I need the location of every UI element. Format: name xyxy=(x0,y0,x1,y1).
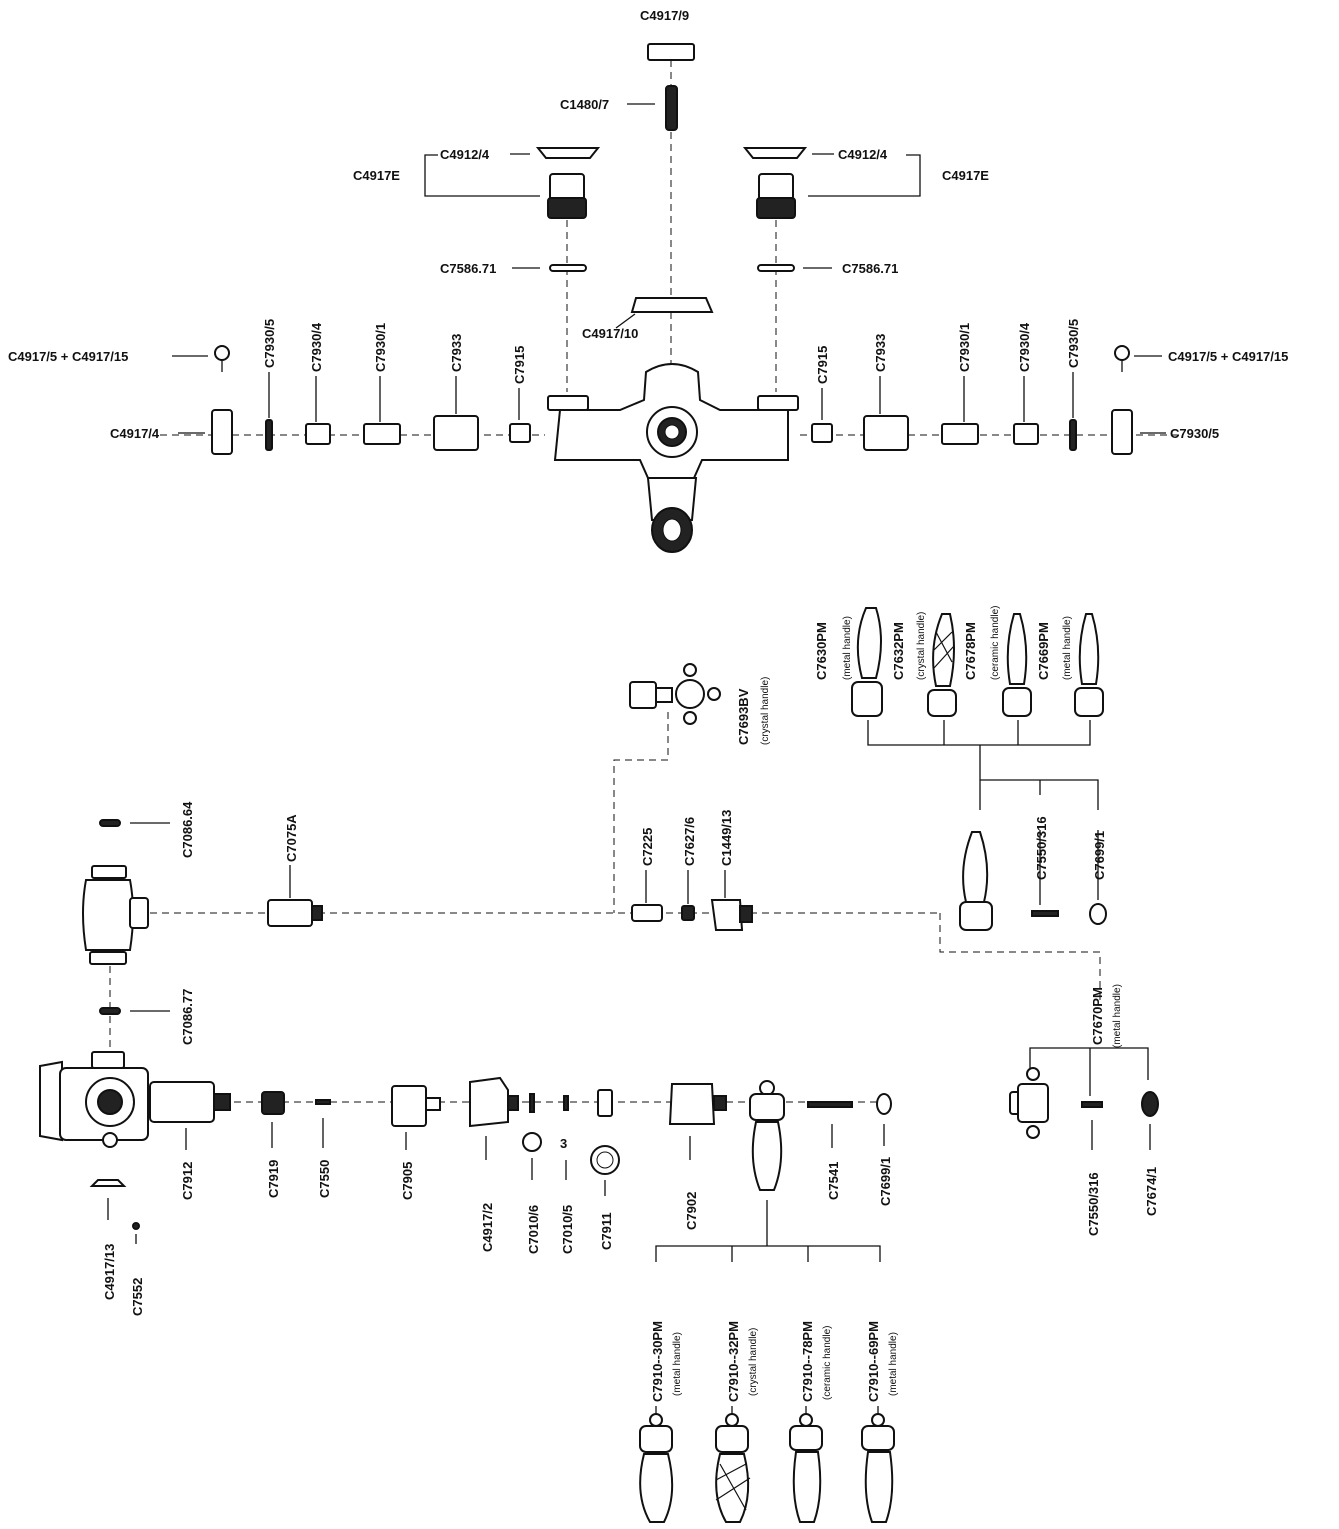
part-label: C7930/5 xyxy=(1066,319,1081,368)
part-label: C7911 xyxy=(599,1212,614,1250)
part-label: C7902 xyxy=(684,1192,699,1230)
c7670pm-group: C7670PM (metal handle) C7550/316 C7674/1 xyxy=(1009,984,1159,1236)
part-label: C7699/1 xyxy=(878,1157,893,1206)
top-right-headwork: C4912/4 C4917E C7586.71 xyxy=(742,147,989,392)
part-label: C4912/4 xyxy=(440,147,490,162)
part-label: C7586.71 xyxy=(440,261,496,276)
part-label: C4917/13 xyxy=(102,1244,117,1300)
handle-note: (metal handle) xyxy=(1112,984,1123,1048)
nut-part xyxy=(756,197,796,219)
handle-note: (crystal handle) xyxy=(916,612,927,680)
part-label: C7930/1 xyxy=(373,323,388,372)
part-label: C7552 xyxy=(130,1278,145,1316)
part-label: C7915 xyxy=(512,346,527,384)
part-label: C7541 xyxy=(826,1162,841,1200)
part-label: C7930/4 xyxy=(309,322,324,372)
part-label: C7669PM xyxy=(1036,622,1051,680)
part-label: C4917/5 + C4917/15 xyxy=(1168,349,1288,364)
part-label: C7010/6 xyxy=(526,1205,541,1254)
part-label: C7010/5 xyxy=(560,1205,575,1254)
right-cartridge-row: C7915 C7933 C7930/1 C7930/4 C7930/5 C793… xyxy=(811,319,1288,455)
part-label: C7674/1 xyxy=(1144,1167,1159,1216)
part-label: C7933 xyxy=(449,334,464,372)
part-label: C7693BV xyxy=(736,688,751,745)
part-label: C7910--32PM xyxy=(726,1321,741,1402)
part-label: C7550/316 xyxy=(1086,1172,1101,1236)
part-label: C7086.77 xyxy=(180,989,195,1045)
part-label: C4917/4 xyxy=(110,426,160,441)
part-label: C7910--69PM xyxy=(866,1321,881,1402)
part-label: C7550/316 xyxy=(1034,816,1049,880)
nut-part xyxy=(547,197,587,219)
part-label: C7930/4 xyxy=(1017,322,1032,372)
bottom-row: C4917/13 C7552 C7912 C7919 C7550 C7905 C… xyxy=(39,966,893,1316)
part-label: C4917/10 xyxy=(582,326,638,341)
part-label: C7910--78PM xyxy=(800,1321,815,1402)
part-label: C7912 xyxy=(180,1162,195,1200)
part-label: C7632PM xyxy=(891,622,906,680)
cap-part xyxy=(647,43,695,61)
shroud-part xyxy=(549,173,585,201)
part-label: C7930/1 xyxy=(957,323,972,372)
bottom-handle-options: C7910--30PM (metal handle) C7910--32PM (… xyxy=(639,1321,899,1523)
index-disc-part xyxy=(742,147,808,159)
o-ring-part xyxy=(757,264,795,272)
svg-text:3: 3 xyxy=(560,1136,567,1151)
part-label: C7910--30PM xyxy=(650,1321,665,1402)
screw-part xyxy=(665,85,678,131)
part-label: C7550 xyxy=(317,1160,332,1198)
part-label: C7930/5 xyxy=(262,319,277,368)
shroud-part xyxy=(758,173,794,201)
part-label: C7086.64 xyxy=(180,801,195,858)
part-label: C7678PM xyxy=(963,622,978,680)
washer-part xyxy=(630,297,714,313)
sleeve-part xyxy=(1111,409,1133,455)
left-cartridge-row: C4917/5 + C4917/15 C4917/4 C7930/5 C7930… xyxy=(8,319,531,455)
crystal-cross-handle: C7693BV (crystal handle) xyxy=(613,663,771,913)
sleeve-part xyxy=(211,409,233,455)
part-label: C7075A xyxy=(284,814,299,862)
part-label: C7630PM xyxy=(814,622,829,680)
part-label: C1449/13 xyxy=(719,810,734,866)
handle-note: (crystal handle) xyxy=(748,1328,759,1396)
part-label: C7627/6 xyxy=(682,817,697,866)
handle-note: (crystal handle) xyxy=(760,677,771,745)
indice-part xyxy=(1114,345,1130,361)
handle-note: (metal handle) xyxy=(1062,616,1073,680)
top-left-headwork: C4912/4 C4917E C7586.71 xyxy=(353,147,601,392)
part-label: C4917E xyxy=(353,168,400,183)
part-label: C7586.71 xyxy=(842,261,898,276)
part-label: C7670PM xyxy=(1090,987,1105,1045)
part-label: C7225 xyxy=(640,828,655,866)
handle-options-top-right: C7630PM (metal handle) C7632PM (crystal … xyxy=(814,606,1104,810)
index-disc-part xyxy=(535,147,601,159)
part-label: C4917E xyxy=(942,168,989,183)
part-label: C4917/9 xyxy=(640,8,689,23)
part-label: C7930/5 xyxy=(1170,426,1219,441)
handle-note: (ceramic handle) xyxy=(822,1326,833,1400)
handle-note: (ceramic handle) xyxy=(990,606,1001,680)
part-label: C7915 xyxy=(815,346,830,384)
middle-row: C7086.64 C7086.77 C7075A C7225 C7627/6 C… xyxy=(82,801,1107,1045)
o-ring-part xyxy=(549,264,587,272)
handle-note: (metal handle) xyxy=(888,1332,899,1396)
part-label: C7699/1 xyxy=(1092,831,1107,880)
part-label: C1480/7 xyxy=(560,97,609,112)
top-center-column: C4917/9 C1480/7 C4917/10 xyxy=(560,8,714,385)
mixer-body xyxy=(160,363,1180,553)
handle-note: (metal handle) xyxy=(842,616,853,680)
part-label: C7919 xyxy=(266,1160,281,1198)
part-label: C7905 xyxy=(400,1162,415,1200)
indice-part xyxy=(214,345,230,361)
part-label: C4912/4 xyxy=(838,147,888,162)
part-label: C4917/5 + C4917/15 xyxy=(8,349,128,364)
part-label: C4917/2 xyxy=(480,1203,495,1252)
part-label: C7933 xyxy=(873,334,888,372)
handle-note: (metal handle) xyxy=(672,1332,683,1396)
